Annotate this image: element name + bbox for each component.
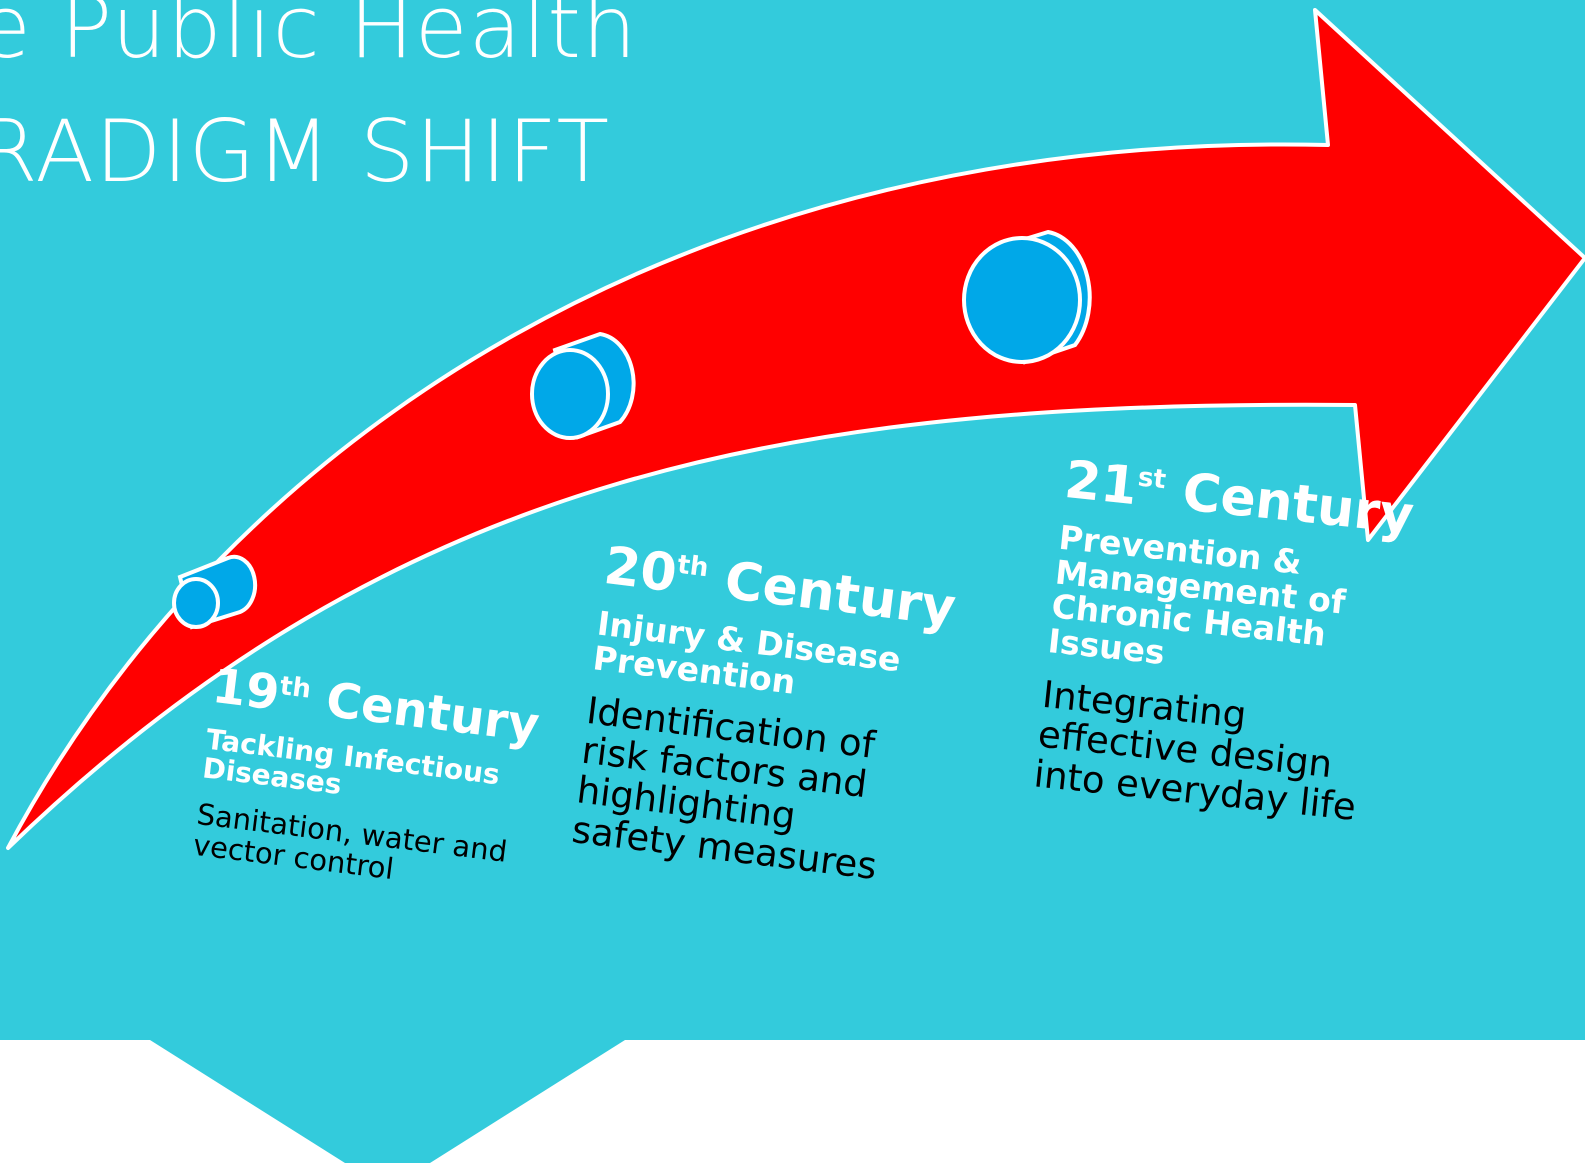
footer-chevron (150, 1040, 625, 1163)
era-focus: Prevention & Management of Chronic Healt… (1046, 517, 1348, 673)
slide-title-line-1: e Public Health (0, 0, 638, 78)
marker-21st-century (962, 229, 1092, 365)
era-21st-century: 21st Century Prevention & Management of … (1032, 450, 1417, 830)
marker-20th-century (530, 331, 636, 440)
paradigm-shift-arrow (6, 8, 1585, 850)
marker-19th-century (172, 554, 258, 630)
era-20th-century: 20th Century Injury & Disease Prevention… (570, 536, 959, 893)
era-19th-century: 19th Century Tackling Infectious Disease… (191, 658, 542, 901)
slide-title-line-2: RADIGM SHIFT (0, 102, 610, 202)
